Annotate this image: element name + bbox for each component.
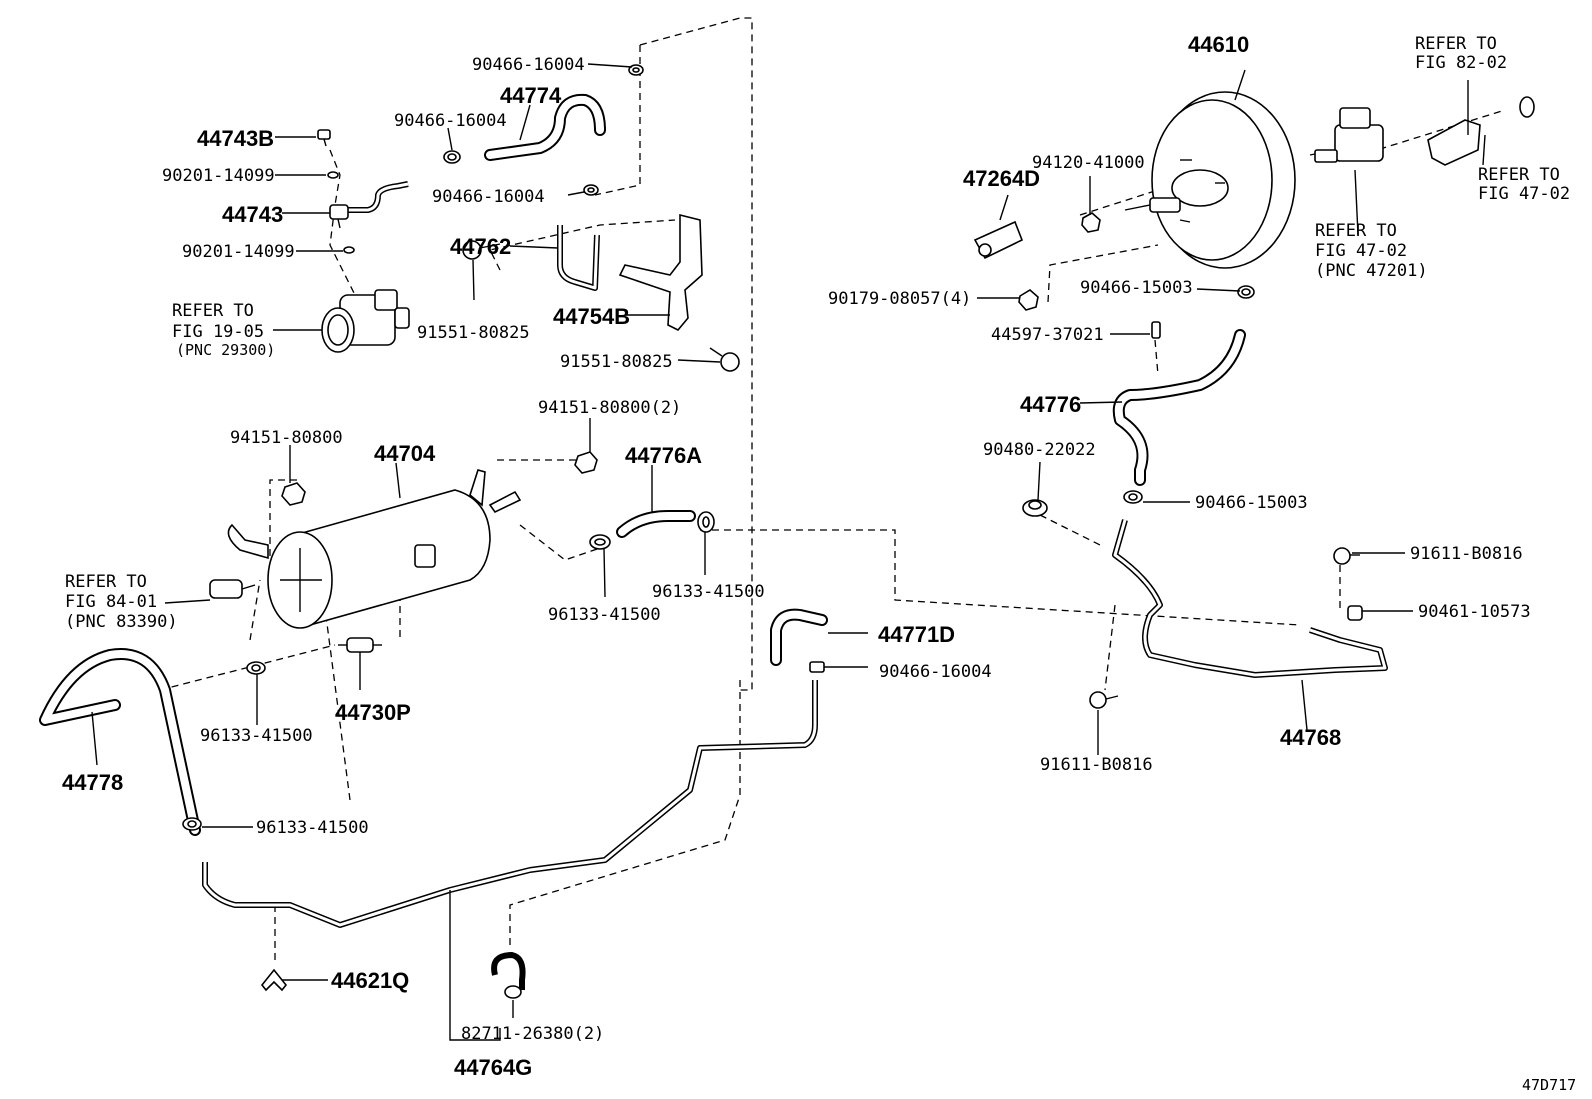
bolt-icon [1089,691,1119,709]
washer-icon [343,246,355,254]
part-number-label[interactable]: 96133-41500 [256,818,369,838]
bolt-icon [709,347,740,372]
bracket-icon [618,213,703,331]
part-number-label[interactable]: 90466-16004 [472,55,585,75]
part-number-label[interactable]: 91551-80825 [560,352,673,372]
part-number-label[interactable]: 90461-10573 [1418,602,1531,622]
reference-label: FIG 47-02 [1315,241,1407,261]
connector-icon [209,579,256,599]
clip-icon [1347,605,1363,621]
part-number-label[interactable]: 91611-B0816 [1410,544,1523,564]
reference-label: REFER TO [1315,221,1397,241]
part-number-label[interactable]: 47264D [963,166,1040,191]
clamp-icon [260,968,288,992]
part-number-label[interactable]: 96133-41500 [652,582,765,602]
part-number-label[interactable]: 44610 [1188,32,1249,57]
reference-label: FIG 19-05 [172,322,264,342]
part-drawings [182,64,1535,999]
bracket-icon [1427,119,1481,166]
reference-label: FIG 82-02 [1415,53,1507,73]
part-number-label[interactable]: 91551-80825 [417,323,530,343]
brake-booster-icon [1124,91,1296,269]
part-number-label[interactable]: 44774 [500,83,562,108]
vacuum-pump-icon [321,289,410,353]
master-cylinder-icon [1309,107,1384,163]
nut-icon [574,451,598,474]
clip-icon [583,184,599,196]
part-number-label[interactable]: 90480-22022 [983,440,1096,460]
diagram-id: 47D717 [1522,1076,1576,1094]
reference-label: (PNC 47201) [1315,261,1428,281]
part-number-label[interactable]: 44621Q [331,968,409,993]
part-number-label[interactable]: 90179-08057(4) [828,289,971,309]
clip-icon [628,64,644,76]
part-number-label[interactable]: 96133-41500 [548,605,661,625]
grommet-icon [1519,96,1535,118]
part-number-label[interactable]: 44778 [62,770,123,795]
reference-label: FIG 84-01 [65,592,157,612]
part-number-label[interactable]: 44768 [1280,725,1341,750]
part-number-label[interactable]: 94151-80800 [230,428,343,448]
part-number-label[interactable]: 90466-15003 [1195,493,1308,513]
part-number-label[interactable]: 44754B [553,304,630,329]
part-number-label[interactable]: 44743B [197,126,274,151]
grommet-icon [1022,499,1048,517]
washer-icon [327,171,339,179]
part-number-label[interactable]: 90466-16004 [879,662,992,682]
part-number-label[interactable]: 44730P [335,700,411,725]
check-valve-icon [317,129,331,147]
reference-label: FIG 47-02 [1478,184,1570,204]
part-number-label[interactable]: 44764G [454,1055,532,1080]
clevis-icon [973,220,1024,260]
part-number-label[interactable]: 94120-41000 [1032,153,1145,173]
reference-label: REFER TO [65,572,147,592]
part-number-label[interactable]: 94151-80800(2) [538,398,681,418]
clip-icon [589,534,611,550]
reference-label: (PNC 83390) [65,612,178,632]
check-valve-icon [338,637,382,653]
reference-label: REFER TO [172,301,254,321]
check-valve-icon [1151,321,1161,339]
part-number-label[interactable]: 90466-15003 [1080,278,1193,298]
reference-label: REFER TO [1415,34,1497,54]
bolt-icon [462,240,501,260]
part-number-label[interactable]: 44776A [625,443,702,468]
nut-icon [1018,289,1039,311]
part-labels: 90466-16004 44774 44743B 90466-16004 902… [62,32,1576,1094]
vacuum-tank-icon [227,469,522,629]
nut-icon [1081,212,1101,233]
part-number-label[interactable]: 44597-37021 [991,325,1104,345]
part-number-label[interactable]: 44743 [222,202,283,227]
part-number-label[interactable]: 44762 [450,234,511,259]
reference-label: REFER TO [1478,165,1560,185]
clip-icon [504,985,522,999]
part-number-label[interactable]: 90201-14099 [182,242,295,262]
part-number-label[interactable]: 96133-41500 [200,726,313,746]
part-number-label[interactable]: 44704 [374,441,436,466]
bolt-icon [1333,547,1360,565]
part-number-label[interactable]: 82711-26380(2) [461,1024,604,1044]
hoses-and-pipes [39,93,1388,990]
union-fitting-icon [329,204,349,229]
leader-lines [91,63,1486,1041]
nut-icon [281,482,306,506]
clip-icon [809,661,825,673]
clip-icon [1237,285,1255,299]
clip-icon [182,817,202,831]
clip-icon [1123,490,1143,504]
part-number-label[interactable]: 91611-B0816 [1040,755,1153,775]
part-number-label[interactable]: 44776 [1020,392,1081,417]
part-number-label[interactable]: 90466-16004 [394,111,507,131]
part-number-label[interactable]: 90201-14099 [162,166,275,186]
clip-icon [697,511,715,533]
part-number-label[interactable]: 90466-16004 [432,187,545,207]
clip-icon [443,150,461,164]
part-number-label[interactable]: 44771D [878,622,955,647]
clip-icon [246,661,266,675]
reference-label: (PNC 29300) [176,341,275,359]
